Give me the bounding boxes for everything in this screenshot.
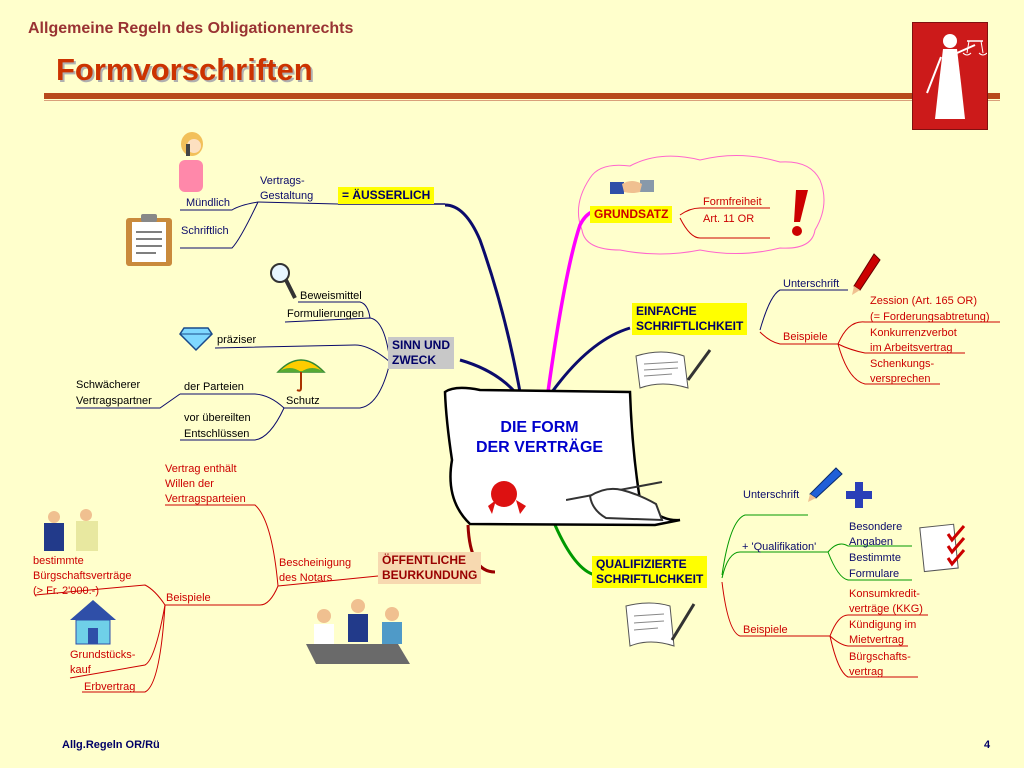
justitia-icon — [912, 22, 988, 130]
label-beweismittel: Beweismittel — [300, 290, 362, 302]
label-forderungsabtretung: (= Forderungsabtretung) — [870, 311, 990, 323]
businessmen-icon — [44, 509, 98, 551]
checklist-icon — [919, 523, 966, 573]
house-icon — [70, 600, 116, 645]
label-bescheinigung: Bescheinigung — [279, 557, 352, 569]
title-rule — [44, 93, 1000, 99]
label-zession: Zession (Art. 165 OR) — [870, 295, 977, 307]
center-line-2: DER VERTRÄGE — [475, 439, 604, 456]
magnifier-icon — [270, 263, 297, 299]
branch-einfach-line-1: EINFACHE — [636, 304, 697, 318]
label-formulierungen: Formulierungen — [287, 308, 365, 320]
meeting-icon — [306, 599, 410, 664]
title-rule-thin — [44, 100, 1000, 101]
label-kauf: kauf — [70, 664, 91, 676]
seal-icon — [488, 481, 526, 514]
branch-grundsatz: GRUNDSATZ — [590, 206, 673, 223]
label-qualifikation: + 'Qualifikation' — [742, 541, 817, 553]
branch-oeff-line-2: BEURKUNDUNG — [382, 568, 478, 582]
label-erbvertrag: Erbvertrag — [84, 681, 136, 693]
label-entschluessen: Entschlüssen — [184, 428, 250, 440]
label-grundstuecks: Grundstücks- — [70, 649, 136, 661]
slide-title: Formvorschriften — [56, 52, 313, 87]
label-buergschafts: Bürgschafts- — [849, 651, 911, 663]
pencil-icon — [808, 467, 843, 502]
label-vertrags: Vertrags- — [260, 175, 305, 187]
label-angaben: Angaben — [849, 536, 894, 548]
label-buergschaftsvertraege: Bürgschaftsverträge — [33, 570, 132, 582]
label-vertrag-enthaelt: Vertrag enthält — [165, 463, 237, 475]
branch-qual-line-2: SCHRIFTLICHKEIT — [596, 572, 704, 586]
woman-phone-icon — [179, 132, 203, 192]
branch-aeusserlich: = ÄUSSERLICH — [338, 187, 435, 204]
page-number: 4 — [984, 739, 991, 751]
label-schenkungs: Schenkungs- — [870, 358, 935, 370]
label-der-parteien: der Parteien — [184, 381, 244, 393]
label-schutz: Schutz — [286, 395, 320, 407]
center-node: DIE FORM DER VERTRÄGE — [452, 418, 627, 458]
branch-oeff-line-1: ÖFFENTLICHE — [382, 553, 466, 567]
diamond-icon — [179, 327, 213, 352]
branch-qualifizierte-schriftlichkeit: QUALIFIZIERTE SCHRIFTLICHKEIT — [592, 556, 708, 588]
contract-icon — [625, 602, 696, 647]
label-muendlich: Mündlich — [186, 197, 231, 209]
branch-einfache-schriftlichkeit: EINFACHE SCHRIFTLICHKEIT — [632, 303, 748, 335]
plus-icon — [846, 482, 872, 508]
handshake-icon — [610, 180, 654, 194]
label-beispiele-oeff: Beispiele — [166, 592, 211, 604]
branch-sinn-zweck: SINN UND ZWECK — [388, 337, 455, 369]
label-des-notars: des Notars — [279, 572, 333, 584]
label-vertragspartner: Vertragspartner — [76, 395, 152, 407]
pencil-icon — [852, 253, 881, 295]
label-fr-2000: (> Fr. 2'000.-) — [33, 585, 99, 597]
label-art-11-or: Art. 11 OR — [703, 213, 755, 225]
branch-sinn-line-1: SINN UND — [392, 338, 451, 352]
branch-qual-line-1: QUALIFIZIERTE — [596, 557, 687, 571]
exclamation-icon — [792, 190, 808, 236]
branch-einfach-line-2: SCHRIFTLICHKEIT — [636, 319, 744, 333]
label-formulare: Formulare — [849, 568, 900, 580]
label-uebereilten: vor übereilten — [184, 412, 251, 424]
label-kkg: verträge (KKG) — [849, 603, 923, 615]
label-mietvertrag: Mietvertrag — [849, 634, 905, 646]
center-line-1: DIE FORM — [500, 419, 579, 436]
label-schwaecherer: Schwächerer — [76, 379, 141, 391]
branch-oeffentliche-beurkundung: ÖFFENTLICHE BEURKUNDUNG — [378, 552, 482, 584]
label-formfreiheit: Formfreiheit — [703, 196, 762, 208]
branch-sinn-line-2: ZWECK — [392, 353, 436, 367]
contract-icon — [635, 349, 712, 389]
label-kuendigung: Kündigung im — [849, 619, 917, 631]
label-bestimmte: bestimmte — [33, 555, 84, 567]
label-konkurrenzverbot: Konkurrenzverbot — [870, 327, 957, 339]
label-praeziser: präziser — [217, 334, 257, 346]
label-gestaltung: Gestaltung — [260, 190, 314, 202]
clipboard-icon — [126, 214, 172, 266]
footer-text: Allg.Regeln OR/Rü — [62, 739, 160, 751]
hand-pen-icon — [566, 481, 664, 522]
label-beispiele-qual: Beispiele — [743, 624, 788, 636]
label-unterschrift-einfach: Unterschrift — [783, 278, 840, 290]
label-besondere: Besondere — [849, 521, 903, 533]
label-im-arbeitsvertrag: im Arbeitsvertrag — [870, 342, 953, 354]
umbrella-icon — [276, 359, 326, 392]
label-willen-der: Willen der — [165, 478, 214, 490]
label-beispiele-einfach: Beispiele — [783, 331, 828, 343]
label-bestimmte-formulare: Bestimmte — [849, 552, 901, 564]
slide-subtitle: Allgemeine Regeln des Obligationenrechts — [28, 20, 354, 37]
label-unterschrift-qual: Unterschrift — [743, 489, 800, 501]
label-versprechen: versprechen — [870, 373, 931, 385]
label-konsumkredit: Konsumkredit- — [849, 588, 920, 600]
label-vertrag: vertrag — [849, 666, 884, 678]
label-vertragsparteien: Vertragsparteien — [165, 493, 246, 505]
label-schriftlich: Schriftlich — [181, 225, 229, 237]
